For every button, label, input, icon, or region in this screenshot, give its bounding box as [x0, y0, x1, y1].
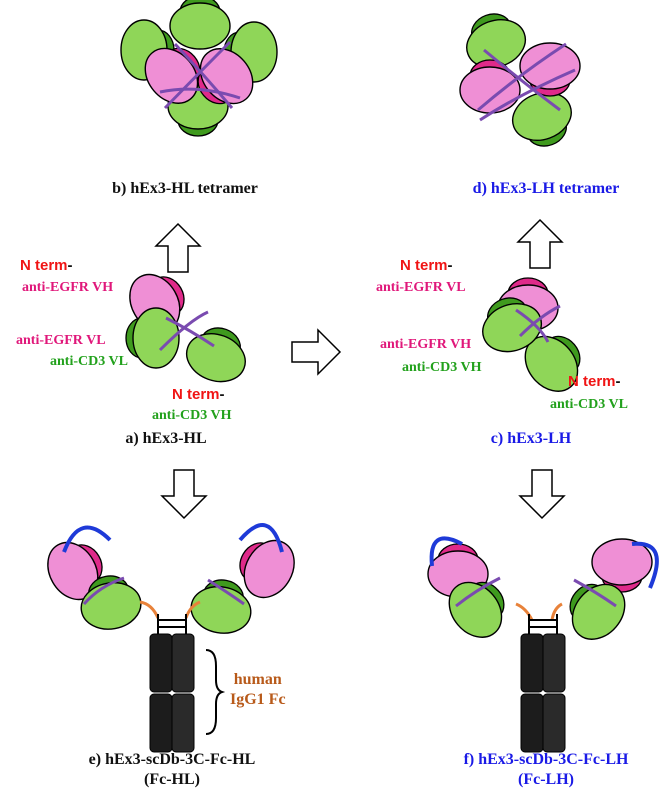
outline-arrow-up-right — [517, 219, 563, 269]
hl-nterm-bottom: N term- — [172, 386, 225, 404]
outline-arrow-down-left — [160, 469, 208, 520]
hl-nterm-top-dash: - — [67, 257, 73, 274]
hl-cd3-vl-label: anti-CD3 VL — [50, 354, 128, 369]
outline-arrow-down-right — [518, 469, 566, 520]
hl-cd3-vh-label: anti-CD3 VH — [152, 408, 232, 423]
lh-nterm-top-dash: - — [447, 257, 453, 274]
lh-cd3-vh-label: anti-CD3 VH — [402, 360, 482, 375]
lh-egfr-vl-label: anti-EGFR VL — [376, 280, 466, 295]
lh-egfr-vh-label: anti-EGFR VH — [380, 337, 472, 352]
lh-nterm-top-text: N term — [400, 257, 448, 274]
label-c-lh: c) hEx3-LH — [490, 430, 572, 447]
hl-nterm-bottom-text: N term — [172, 386, 220, 403]
label-e-fc-hl: e) hEx3-scDb-3C-Fc-HL (Fc-HL) — [89, 750, 256, 790]
hl-diabody-diagram — [119, 261, 256, 391]
outline-arrow-right — [291, 328, 342, 376]
label-f-line2: (Fc-LH) — [518, 771, 574, 788]
label-f-line1: f) hEx3-scDb-3C-Fc-LH — [463, 751, 629, 768]
hl-nterm-bottom-dash: - — [219, 386, 225, 403]
lh-tetramer-diagram — [456, 4, 582, 156]
outline-arrow-up-left — [155, 223, 201, 273]
lh-nterm-bottom: N term- — [568, 373, 621, 391]
lh-cd3-vl-label: anti-CD3 VL — [550, 397, 628, 412]
lh-nterm-bottom-text: N term — [568, 373, 616, 390]
lh-nterm-top: N term- — [400, 257, 453, 275]
label-b-hl-tetramer: b) hEx3-HL tetramer — [112, 180, 258, 197]
fc-lh-diagram — [427, 536, 659, 753]
hl-egfr-vl-label: anti-EGFR VL — [16, 333, 106, 348]
label-f-fc-lh: f) hEx3-scDb-3C-Fc-LH (Fc-LH) — [464, 750, 629, 790]
lh-diabody-diagram — [472, 277, 595, 403]
lh-nterm-bottom-dash: - — [615, 373, 621, 390]
hl-tetramer-diagram — [120, 0, 278, 137]
label-e-line1: e) hEx3-scDb-3C-Fc-HL — [88, 751, 256, 768]
hl-nterm-top-text: N term — [20, 257, 68, 274]
label-d-lh-tetramer: d) hEx3-LH tetramer — [472, 180, 620, 197]
hl-nterm-top: N term- — [20, 257, 73, 275]
curly-brace — [205, 649, 226, 735]
fc-label: human IgG1 Fc — [230, 670, 286, 710]
fc-label-line1: human — [233, 671, 282, 688]
label-a-hl: a) hEx3-HL — [125, 430, 207, 447]
fc-label-line2: IgG1 Fc — [230, 691, 286, 708]
label-e-line2: (Fc-HL) — [144, 771, 200, 788]
fc-hl-diagram — [37, 523, 305, 753]
hl-egfr-vh-label: anti-EGFR VH — [22, 280, 114, 295]
